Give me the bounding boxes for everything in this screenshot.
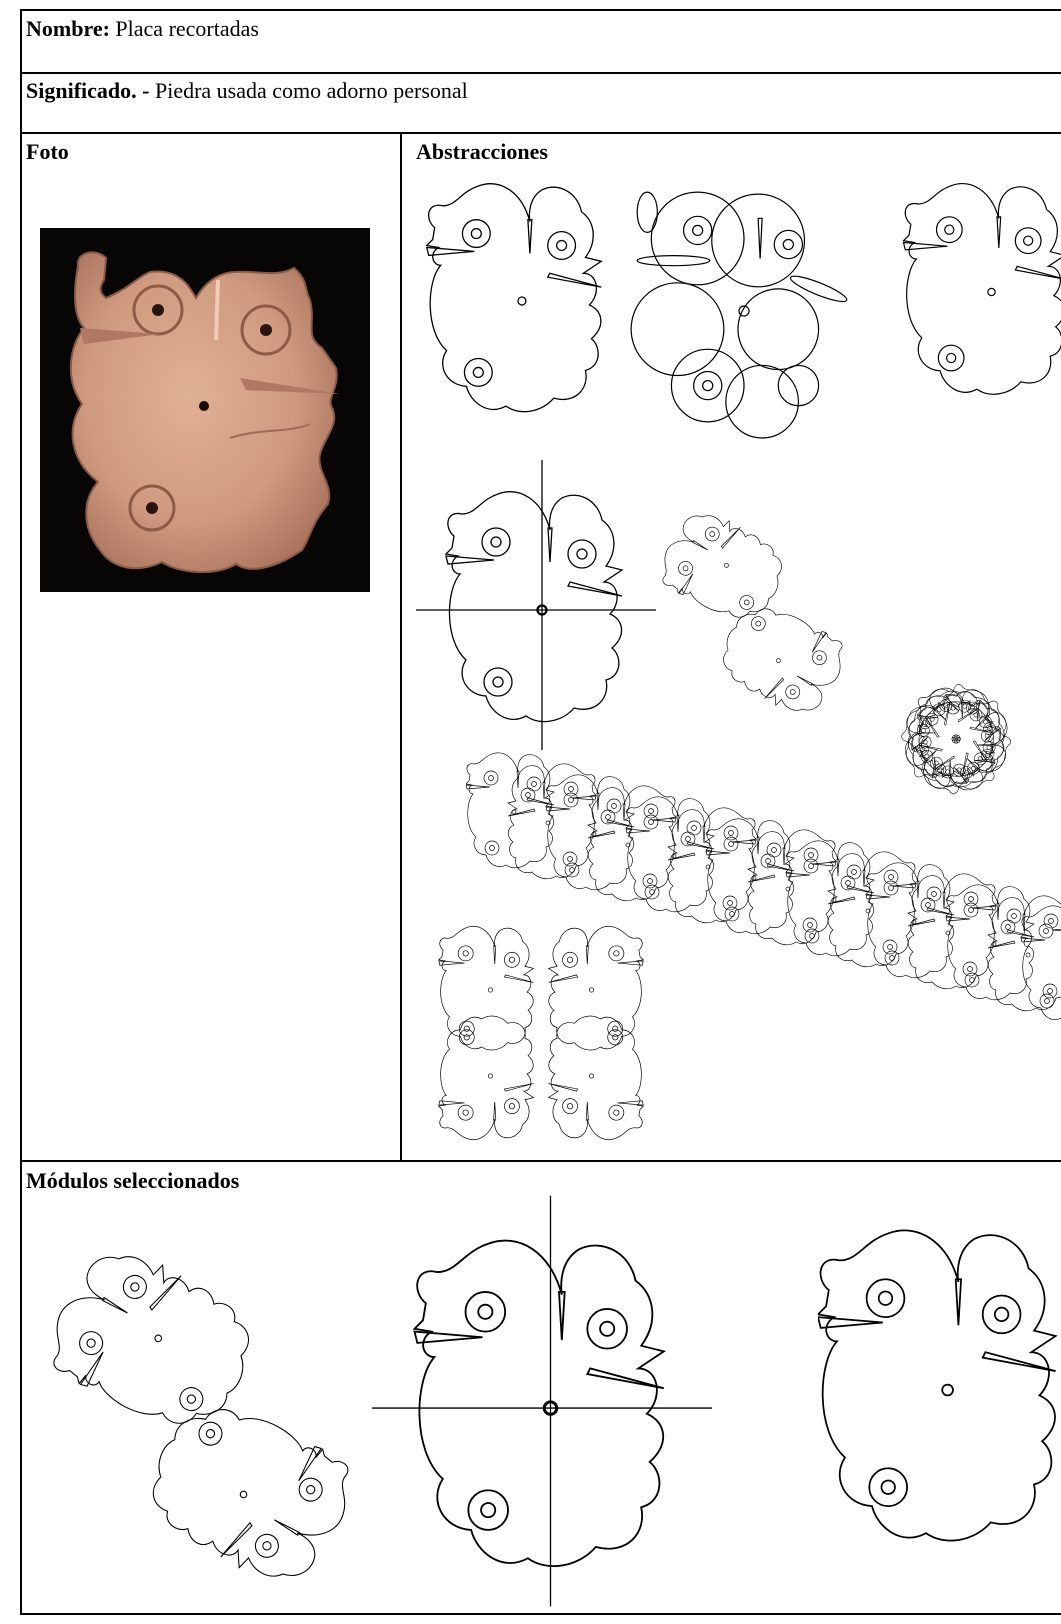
abstraccion-2-circles (630, 178, 856, 440)
row-divider (20, 1160, 1061, 1162)
significado-value: Piedra usada como adorno personal (155, 78, 468, 103)
plaque-photo-image (40, 228, 370, 592)
abstracciones-heading: Abstracciones (416, 139, 548, 165)
table-border-top (20, 9, 1061, 11)
modulo-1-rotated-pair (20, 1195, 390, 1605)
modulos-heading: Módulos seleccionados (26, 1168, 239, 1194)
row-divider (20, 72, 1061, 74)
significado-label: Significado. - (26, 78, 149, 103)
modulo-2-axes (372, 1186, 712, 1616)
abstraccion-5-rotated-pair (650, 478, 860, 728)
row-divider (20, 132, 1061, 134)
plaque-photo (40, 228, 370, 592)
modulo-3-figure (818, 1228, 1061, 1608)
nombre-row: Nombre: Placa recortadas (26, 16, 259, 42)
foto-heading: Foto (26, 139, 69, 165)
nombre-value: Placa recortadas (115, 16, 259, 41)
abstraccion-8-quad (426, 920, 656, 1146)
abstraccion-4-axes (416, 460, 656, 750)
column-divider (400, 132, 402, 1162)
significado-row: Significado. - Piedra usada como adorno … (26, 78, 468, 104)
nombre-label: Nombre: (26, 16, 110, 41)
abstraccion-3 (888, 182, 1061, 402)
abstraccion-1 (418, 182, 614, 420)
